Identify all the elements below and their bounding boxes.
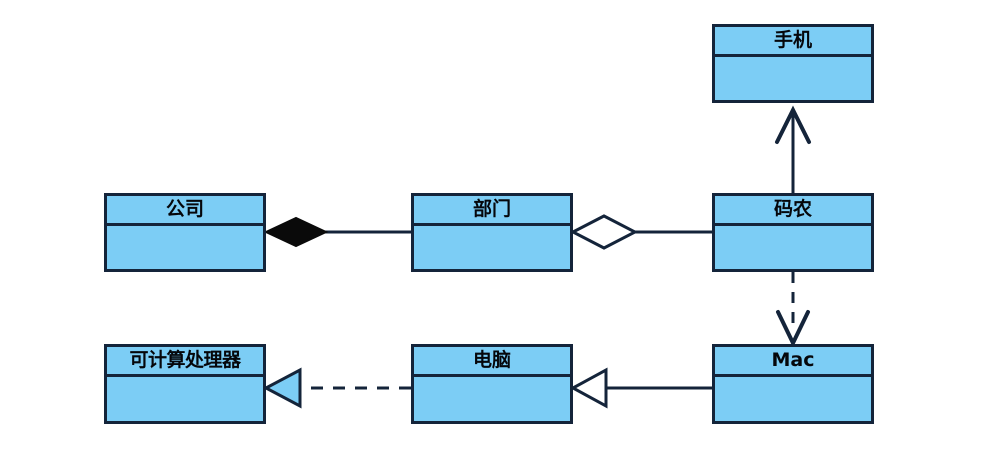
class-name-mac: Mac bbox=[715, 347, 871, 377]
class-attributes-department bbox=[414, 226, 570, 269]
class-name-computer: 电脑 bbox=[414, 347, 570, 377]
relation-coder-phone[interactable] bbox=[775, 105, 811, 193]
class-attributes-coder bbox=[715, 226, 871, 269]
filled-diamond-marker bbox=[263, 216, 329, 248]
relation-company-department[interactable] bbox=[263, 216, 411, 248]
class-box-company[interactable]: 公司 bbox=[104, 193, 266, 272]
class-box-mac[interactable]: Mac bbox=[712, 344, 874, 424]
hollow-triangle-marker bbox=[569, 367, 608, 409]
open-arrow-marker bbox=[776, 310, 810, 348]
class-name-processor: 可计算处理器 bbox=[107, 347, 263, 377]
hollow-triangle-marker bbox=[262, 367, 302, 409]
class-box-phone[interactable]: 手机 bbox=[712, 24, 874, 103]
class-name-department: 部门 bbox=[414, 196, 570, 226]
class-name-company: 公司 bbox=[107, 196, 263, 226]
class-attributes-company bbox=[107, 226, 263, 269]
class-attributes-mac bbox=[715, 377, 871, 421]
open-arrow-marker bbox=[775, 105, 811, 144]
class-attributes-computer bbox=[414, 377, 570, 421]
class-box-department[interactable]: 部门 bbox=[411, 193, 573, 272]
hollow-diamond-marker bbox=[569, 214, 639, 250]
class-attributes-processor bbox=[107, 377, 263, 421]
class-name-phone: 手机 bbox=[715, 27, 871, 57]
relation-mac-computer[interactable] bbox=[569, 367, 712, 409]
class-box-coder[interactable]: 码农 bbox=[712, 193, 874, 272]
class-box-processor[interactable]: 可计算处理器 bbox=[104, 344, 266, 424]
relation-department-coder[interactable] bbox=[569, 214, 712, 250]
relation-coder-mac[interactable] bbox=[776, 272, 810, 348]
relation-computer-processor[interactable] bbox=[262, 367, 411, 409]
class-attributes-phone bbox=[715, 57, 871, 100]
class-name-coder: 码农 bbox=[715, 196, 871, 226]
class-box-computer[interactable]: 电脑 bbox=[411, 344, 573, 424]
